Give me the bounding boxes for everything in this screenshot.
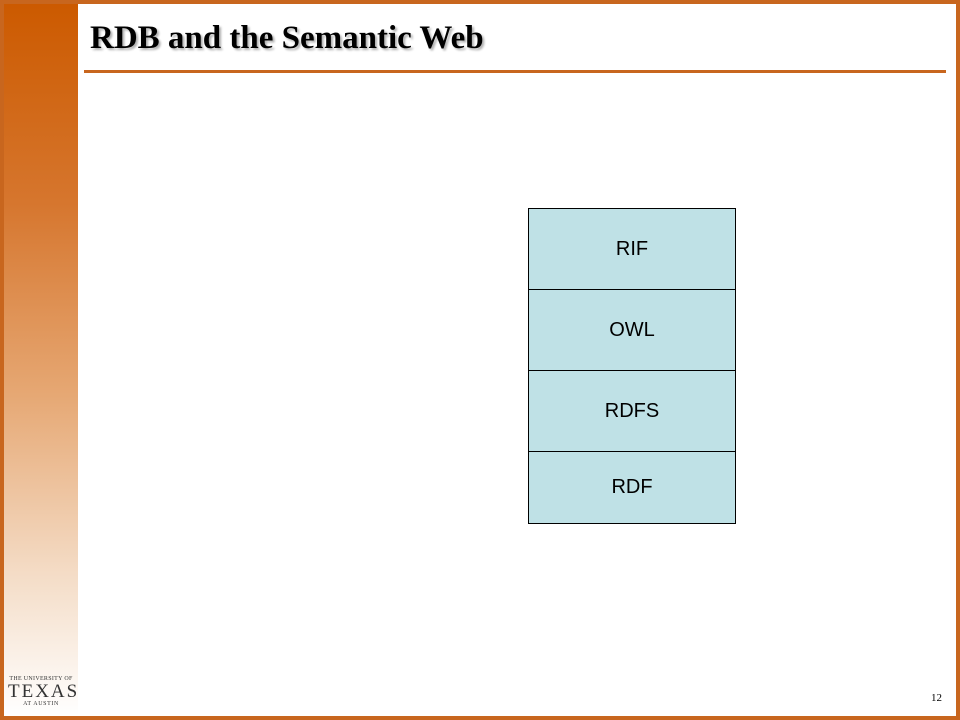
- layer-owl: OWL: [529, 290, 735, 371]
- page-title: RDB and the Semantic Web: [90, 20, 484, 56]
- university-logo: THE UNIVERSITY OF TEXAS AT AUSTIN: [8, 676, 80, 710]
- logo-bottom-text: AT AUSTIN: [23, 701, 59, 707]
- sidebar-gradient: [4, 4, 78, 716]
- logo-main-text: TEXAS: [8, 681, 80, 702]
- title-underline: [84, 70, 946, 73]
- logo-top-text: THE UNIVERSITY OF: [9, 676, 73, 682]
- page-number: 12: [931, 692, 942, 704]
- semantic-web-stack: RIF OWL RDFS RDF: [528, 208, 736, 524]
- layer-rdfs: RDFS: [529, 371, 735, 452]
- layer-rdf: RDF: [529, 452, 735, 523]
- layer-rif: RIF: [529, 209, 735, 290]
